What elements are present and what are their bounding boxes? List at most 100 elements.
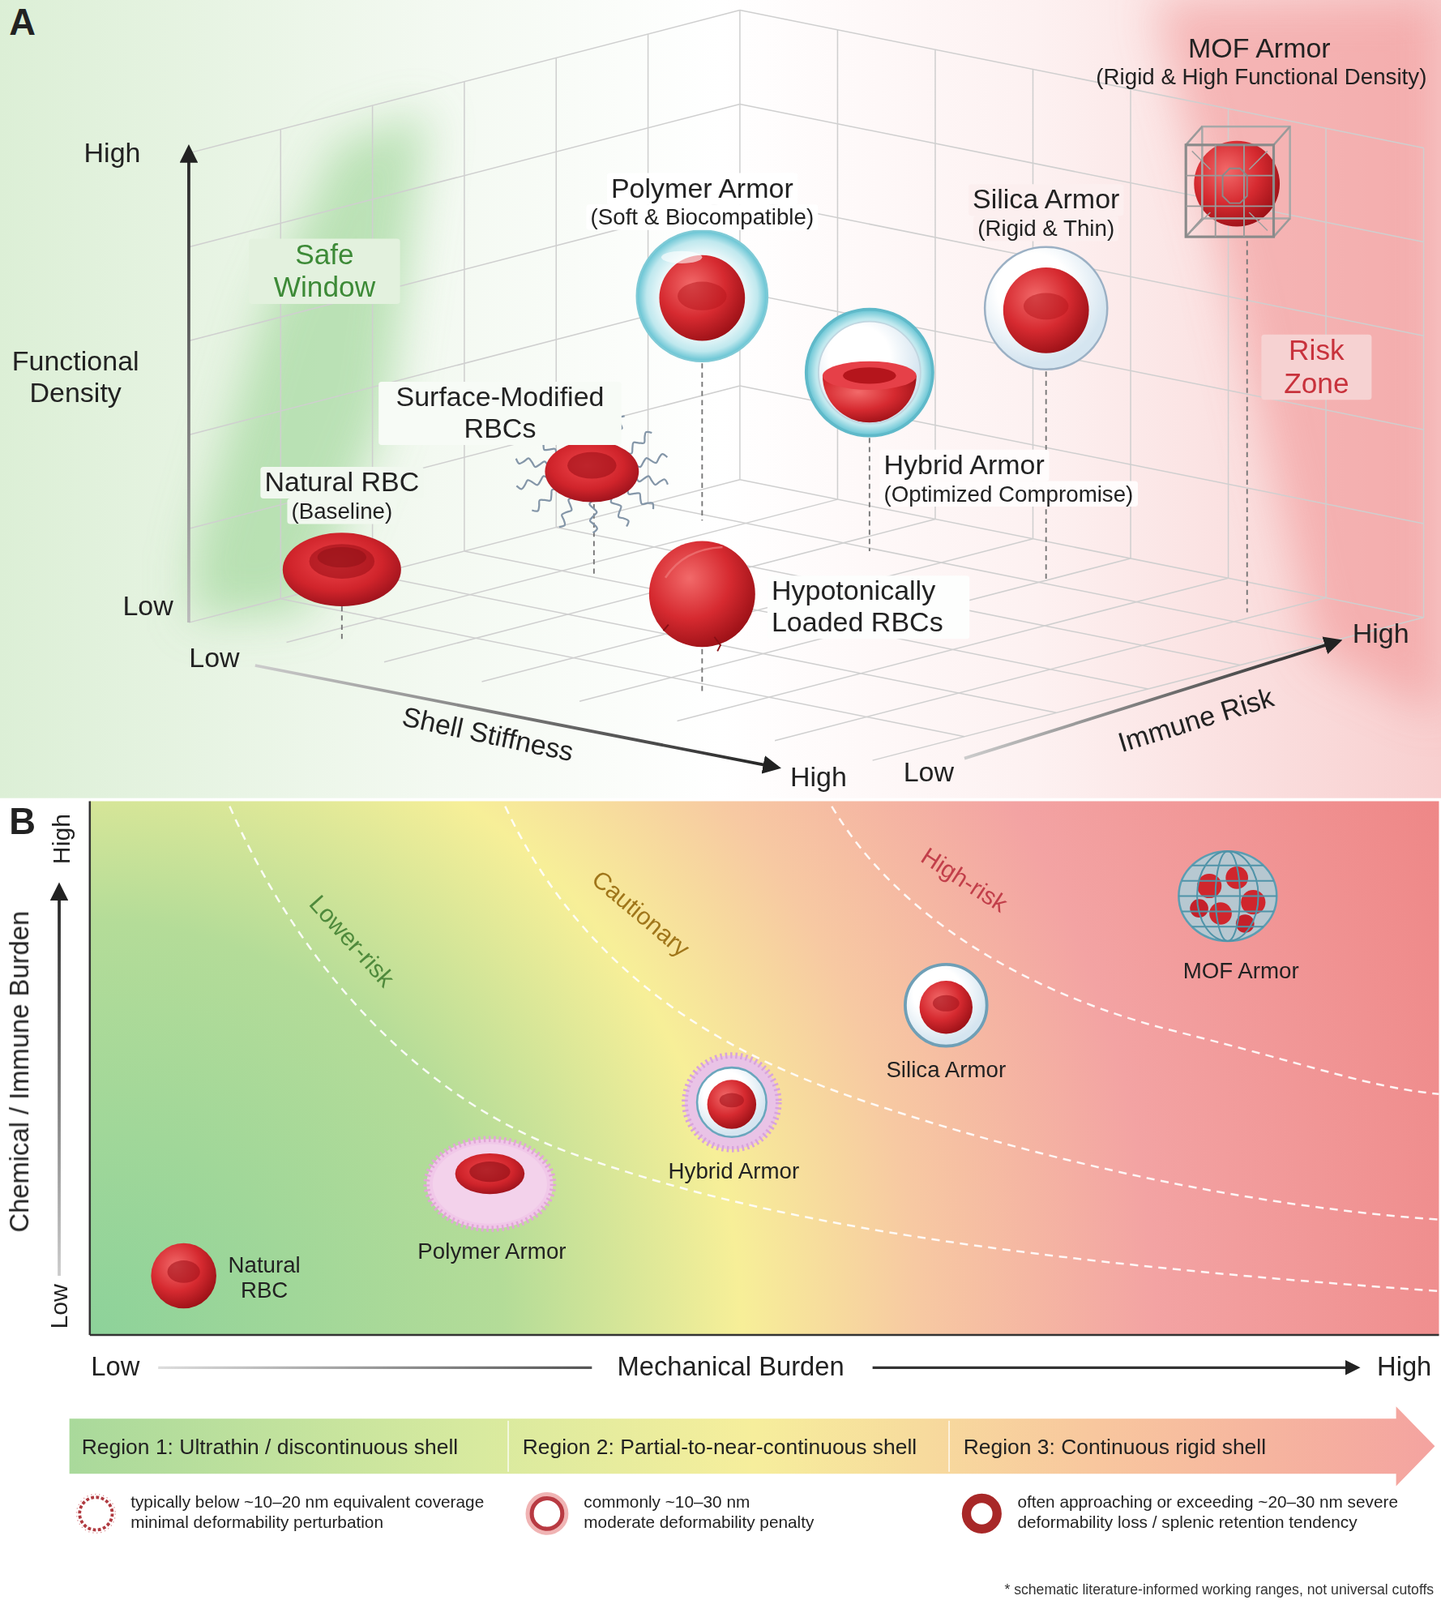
region-band — [69, 1406, 1436, 1486]
region-band-label: Region 1: Ultrathin / discontinuous shel… — [81, 1432, 458, 1459]
polymer-armor-cell — [637, 230, 768, 362]
silica-armor-cell — [905, 964, 988, 1047]
grid-lines — [739, 103, 1424, 242]
grid-lines — [280, 128, 283, 599]
hybrid-armor-cell — [684, 1055, 779, 1150]
risk-map-background — [89, 800, 1440, 1335]
panel-letter: B — [8, 800, 36, 843]
grid-lines — [934, 49, 937, 519]
mof-armor-cell — [1209, 902, 1232, 925]
hybrid-armor-cell — [818, 321, 921, 424]
ring-swatch — [79, 1496, 112, 1530]
hypotonic-rbc — [649, 540, 756, 651]
polymer-armor-cell — [426, 1138, 553, 1229]
axis-arrows — [188, 148, 1339, 768]
panel-a-background — [0, 0, 1441, 799]
drop-lines — [342, 240, 1248, 694]
legend-text: often approaching or exceeding ~20–30 nm… — [1017, 1491, 1426, 1533]
risk-boundaries — [831, 806, 1439, 1095]
polymer-armor-cell — [637, 230, 768, 362]
polymer-armor-cell — [426, 1138, 553, 1229]
mof-armor-cell — [1185, 145, 1274, 237]
axis-arrows — [57, 885, 61, 1276]
axis-label: High — [1376, 1352, 1432, 1384]
axis-title: Functional Density — [0, 346, 153, 410]
surface-modified-rbc — [516, 475, 548, 489]
item-sublabel: (Baseline) — [286, 498, 397, 525]
panel-letter: A — [8, 1, 36, 44]
mof-armor-cell — [1192, 925, 1264, 928]
surface-modified-rbc — [636, 475, 668, 485]
polymer-armor-cell — [677, 282, 727, 311]
surface-modified-rbc — [516, 457, 548, 467]
grid-lines — [555, 527, 1241, 666]
zone-glow — [193, 0, 1441, 715]
polymer-armor-cell — [432, 1144, 548, 1224]
region-band-segment: Region 1: Ultrathin / discontinuous shel… — [77, 1431, 463, 1462]
axis-arrows — [187, 148, 191, 624]
risk-map-background — [89, 1334, 1440, 1337]
drop-lines — [868, 437, 871, 552]
footnote: * schematic literature-informed working … — [1004, 1580, 1434, 1597]
grid-lines — [1423, 148, 1425, 618]
natural-rbc — [167, 1260, 201, 1283]
hybrid-armor-cell — [822, 361, 917, 390]
axis-arrows — [59, 885, 1358, 1368]
item-sublabel: (Rigid & Thin) — [973, 215, 1119, 242]
axis-label: Low — [45, 1283, 74, 1329]
drop-lines — [1246, 240, 1249, 612]
axis-label: Low — [90, 1352, 140, 1384]
mof-armor-cell — [1181, 910, 1274, 912]
surface-modified-rbc — [611, 496, 629, 526]
polymer-armor-cell — [658, 255, 745, 342]
item-sublabel: (Optimized Compromise) — [879, 481, 1138, 508]
region-band — [69, 1406, 1436, 1486]
ring-swatch — [959, 1491, 1005, 1536]
ring-swatch — [73, 1491, 119, 1536]
item-label: Silica Armor — [968, 183, 1124, 216]
zone-label: Safe Window — [248, 238, 400, 304]
item-sublabel: (Rigid & High Functional Density) — [1095, 64, 1427, 90]
surface-modified-rbc — [567, 452, 616, 479]
legend-text: typically below ~10–20 nm equivalent cov… — [130, 1491, 518, 1533]
axis-arrows — [872, 1366, 1358, 1369]
drop-lines — [341, 606, 343, 643]
grid-lines — [464, 551, 1149, 689]
axis-label: Low — [122, 590, 173, 622]
surface-modified-rbc — [531, 489, 558, 512]
mof-armor-cell — [1273, 126, 1290, 146]
ring-swatch — [966, 1498, 997, 1530]
item-label: Hypotonically Loaded RBCs — [767, 575, 970, 639]
ring-swatch — [531, 1498, 563, 1530]
axis-label: Low — [188, 642, 240, 675]
hypotonic-rbc — [714, 637, 721, 652]
natural-rbc — [282, 532, 402, 607]
hypotonic-rbc — [649, 540, 756, 647]
item-label: Surface-Modified RBCs — [378, 381, 622, 445]
mof-armor-cell — [1193, 141, 1280, 227]
natural-rbc — [309, 543, 376, 579]
mof-armor-cell — [1197, 873, 1222, 898]
mof-armor-cell — [1185, 145, 1274, 237]
hybrid-armor-cell — [806, 309, 933, 437]
silica-armor-cell — [919, 980, 973, 1034]
polymer-armor-cell — [469, 1161, 510, 1182]
hybrid-armor-cell — [719, 1093, 745, 1108]
surface-modified-rbc — [544, 440, 639, 503]
surface-modified-rbc — [559, 497, 574, 527]
item-label: MOF Armor — [1188, 33, 1331, 65]
hypotonic-rbc — [665, 547, 723, 578]
item-label: Natural RBC — [218, 1252, 310, 1305]
mof-armor-cell — [1185, 126, 1290, 237]
axis-arrows — [158, 1366, 592, 1369]
mof-armor-cell — [1273, 218, 1290, 237]
region-band-label: Region 3: Continuous rigid shell — [963, 1432, 1266, 1459]
grid-lines — [648, 503, 1333, 642]
natural-rbc — [150, 1243, 217, 1309]
zone-label: Risk Zone — [1261, 334, 1372, 401]
axis-title: Mechanical Burden — [616, 1352, 844, 1384]
silica-armor-cell — [1003, 267, 1090, 354]
ring-swatch — [76, 1493, 116, 1533]
hybrid-armor-cell — [806, 309, 933, 437]
